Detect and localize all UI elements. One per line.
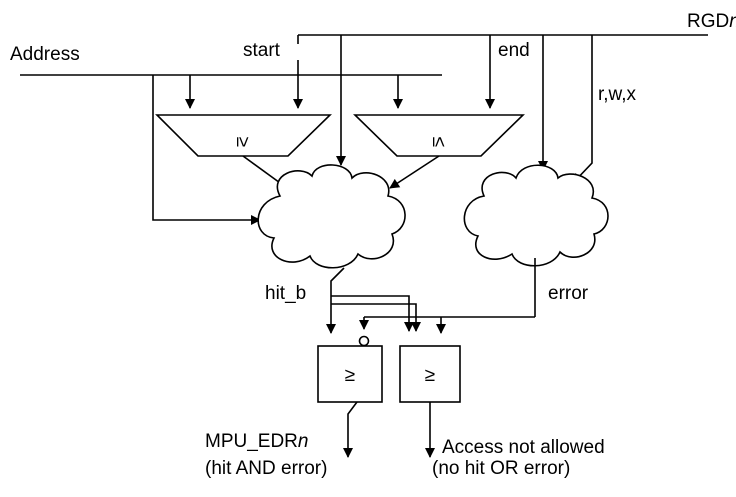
- error-label: error: [548, 283, 589, 304]
- mpu-edr-output-wire: [343, 401, 358, 458]
- mpu-gate-symbol: ≥: [345, 365, 355, 386]
- rwx-label: r,w,x: [598, 84, 637, 105]
- rgd-bus: [297, 34, 708, 44]
- hit-b-wire: [326, 267, 421, 334]
- address-to-comparators: [185, 75, 403, 109]
- mpu-edr-sublabel: (hit AND error): [205, 458, 327, 479]
- rgd-label: RGDn: [687, 11, 736, 32]
- address-label: Address: [10, 44, 80, 65]
- access-sublabel: (no hit OR error): [432, 458, 570, 479]
- mpu-edr-label: MPU_EDRn: [205, 431, 308, 452]
- rwx-wire: [572, 35, 593, 184]
- error-logic-cloud: [463, 164, 609, 267]
- access-label: Access not allowed: [442, 437, 605, 458]
- end-comparator: ≤: [353, 114, 525, 157]
- address-to-hit-wire: [152, 75, 261, 225]
- start-comparator: ≥: [155, 114, 332, 157]
- hit-logic-cloud: [257, 164, 406, 269]
- mpu-edr-gate: ≥: [317, 335, 383, 403]
- end-label: end: [498, 40, 530, 61]
- start-label: start: [243, 40, 281, 61]
- hit-b-label: hit_b: [265, 283, 306, 304]
- access-gate-symbol: ≥: [425, 365, 435, 386]
- end-comparator-symbol: ≤: [428, 137, 449, 147]
- start-comparator-symbol: ≥: [232, 137, 253, 147]
- error-wire: [359, 258, 536, 334]
- inversion-bubble: [358, 335, 370, 347]
- access-gate: ≥: [399, 345, 461, 403]
